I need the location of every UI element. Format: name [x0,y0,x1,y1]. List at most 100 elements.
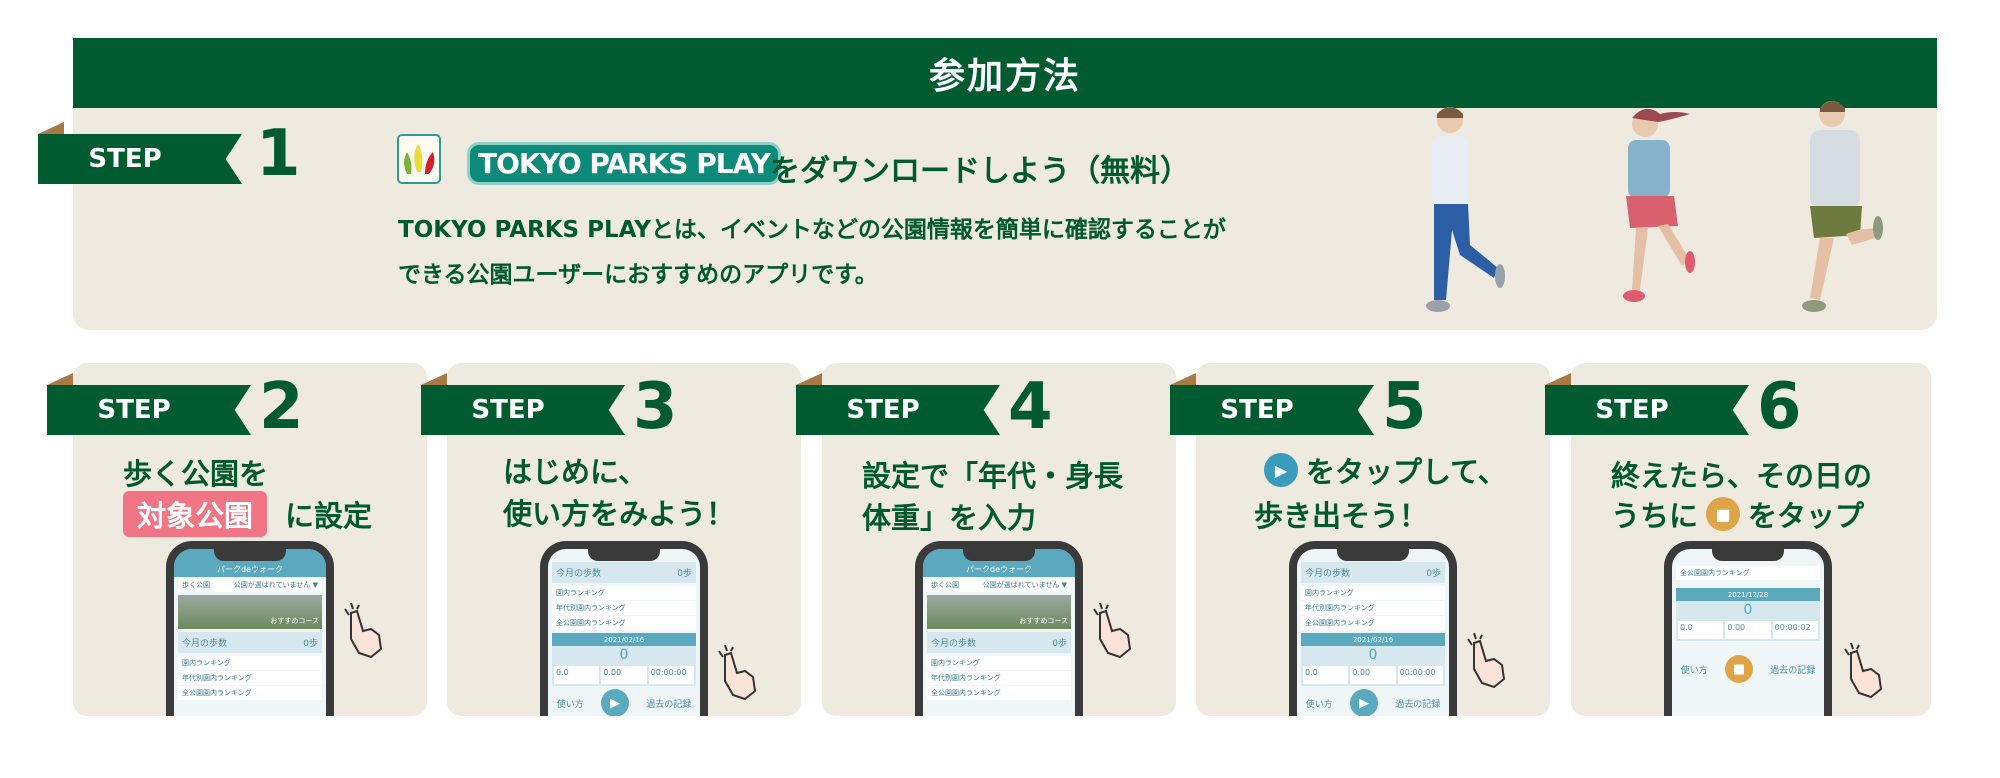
step-ribbon: STEP [38,134,242,184]
park-selector: 公園が選ばれていません ▼ [233,581,318,589]
history-label: 過去の記録 [1770,665,1816,676]
runner-woman-pink [1623,108,1695,302]
step-instruction: に設定 [285,499,373,533]
time-value: 00:00:02 [1772,621,1818,639]
ribbon-fold [421,373,447,385]
history-label: 過去の記録 [646,699,692,710]
step-instruction-line1: ▶をタップして、 [1264,449,1507,491]
step-ribbon: STEP [796,385,1000,435]
step-instruction: 終えたら、その日の [1611,459,1873,493]
time-value: 00:00:00 [648,666,694,684]
page-title: 参加方法 [73,38,1937,108]
app-description-line: できる公園ユーザーにおすすめのアプリです。 [398,262,878,288]
step-ribbon: STEP [1170,385,1374,435]
ranking-row: 年代別園内ランキング [1301,601,1445,615]
ribbon-fold [38,122,64,134]
ranking-row: 全公園園内ランキング [552,616,696,630]
step-count: 0 [1676,601,1820,619]
tap-hand-icon [1093,603,1132,659]
phone-mockup-walk: 今月の歩数 0歩 園内ランキング 年代別園内ランキング 全公園園内ランキング 20… [540,541,708,716]
step-instruction: 歩き出そう！ [1254,499,1429,533]
app-logo-icon [397,134,441,184]
kcal-value: 0.0 [554,666,600,684]
history-label: 過去の記録 [1395,699,1441,710]
tap-hand-icon [1844,643,1883,699]
step-instruction: 体重」を入力 [862,501,1037,535]
step-instruction: 設定で「年代・身長 [862,459,1124,493]
recommended-course-banner: おすすめコース [178,595,322,629]
tap-hand-icon [1467,633,1506,689]
km-value: 0.00 [1350,666,1396,684]
step-number: 3 [633,370,678,444]
ranking-row: 年代別園内ランキング [552,601,696,615]
target-park-badge: 対象公園 [123,491,268,537]
step-ribbon: STEP [1545,385,1749,435]
step-number: 1 [256,117,301,191]
app-name-logo: TOKYO PARKS PLAY [467,142,781,185]
monthly-steps-label: 今月の歩数 [556,569,602,579]
help-label: 使い方 [1305,699,1333,710]
step-ribbon: STEP [421,385,625,435]
runners-illustration [1426,101,1883,312]
tap-hand-icon [344,603,383,659]
phone-mockup-home: パークdeウォーク 歩く公園公園が選ばれていません ▼ おすすめコース 今月の歩… [915,541,1083,716]
step6-card: STEP 6 終えたら、その日の うちに■をタップ 全公園園内ランキング 202… [1545,363,1931,716]
ribbon-fold [1545,373,1571,385]
ranking-row: 全公園園内ランキング [178,686,322,700]
ranking-row: 全公園園内ランキング [927,686,1071,700]
step-number: 2 [259,370,304,444]
monthly-steps-value: 0歩 [677,569,692,579]
monthly-steps-value: 0歩 [303,639,318,649]
tap-hand-icon [718,645,757,701]
step-instruction: をタップ [1748,499,1865,533]
kcal-value: 0.0 [1678,621,1724,639]
step-instruction-line2: うちに■をタップ [1611,493,1864,535]
step-instruction: をタップして、 [1306,455,1507,489]
ranking-row: 園内ランキング [552,586,696,600]
runner-man-blue [1426,107,1505,312]
step-instruction: はじめに、 [503,455,648,489]
play-icon: ▶ [600,689,629,716]
step-count: 0 [552,646,696,664]
monthly-steps-label: 今月の歩数 [931,639,977,649]
time-value: 00:00:00 [1397,666,1443,684]
ranking-row: 全公園園内ランキング [1676,566,1820,580]
app-description-line: TOKYO PARKS PLAYとは、イベントなどの公園情報を簡単に確認すること… [398,217,1226,243]
play-icon: ▶ [1349,689,1378,716]
stop-icon: ■ [1706,497,1741,531]
ranking-row: 年代別園内ランキング [178,671,322,685]
date-bar: 2021/02/16 [1301,633,1445,646]
phone-mockup-home: パークdeウォーク 歩く公園公園が選ばれていません ▼ おすすめコース 今月の歩… [166,541,334,716]
step-instruction: 歩く公園を [123,457,269,491]
step-number: 6 [1757,370,1802,444]
ribbon-fold [1170,373,1196,385]
date-bar: 2021/12/28 [1676,588,1820,601]
monthly-steps-label: 今月の歩数 [182,639,228,649]
stop-icon: ■ [1724,655,1753,683]
step4-card: STEP 4 設定で「年代・身長 体重」を入力 パークdeウォーク 歩く公園公園… [796,363,1176,716]
runner-man-green [1802,101,1883,312]
monthly-steps-value: 0歩 [1426,569,1441,579]
km-value: 0.00 [601,666,647,684]
park-label: 歩く公園 [182,581,210,589]
ranking-row: 園内ランキング [927,656,1071,670]
step-instruction: 使い方をみよう！ [503,497,736,531]
date-bar: 2021/02/16 [552,633,696,646]
ribbon-fold [796,373,822,385]
download-heading: をダウンロードしよう（無料） [770,154,1190,189]
step3-card: STEP 3 はじめに、 使い方をみよう！ 今月の歩数 0歩 園内ランキング 年代… [421,363,801,716]
recommended-course-banner: おすすめコース [927,595,1071,629]
monthly-steps-value: 0歩 [1052,639,1067,649]
ranking-row: 年代別園内ランキング [927,671,1071,685]
ranking-row: 園内ランキング [1301,586,1445,600]
help-label: 使い方 [556,699,584,710]
kcal-value: 0.0 [1303,666,1349,684]
step-instruction-line2: 対象公園に設定 [123,491,372,537]
step-number: 5 [1382,370,1427,444]
step-instruction: うちに [1611,499,1699,533]
help-label: 使い方 [1680,665,1708,676]
step2-card: STEP 2 歩く公園を 対象公園に設定 パークdeウォーク 歩く公園公園が選ば… [47,363,427,716]
